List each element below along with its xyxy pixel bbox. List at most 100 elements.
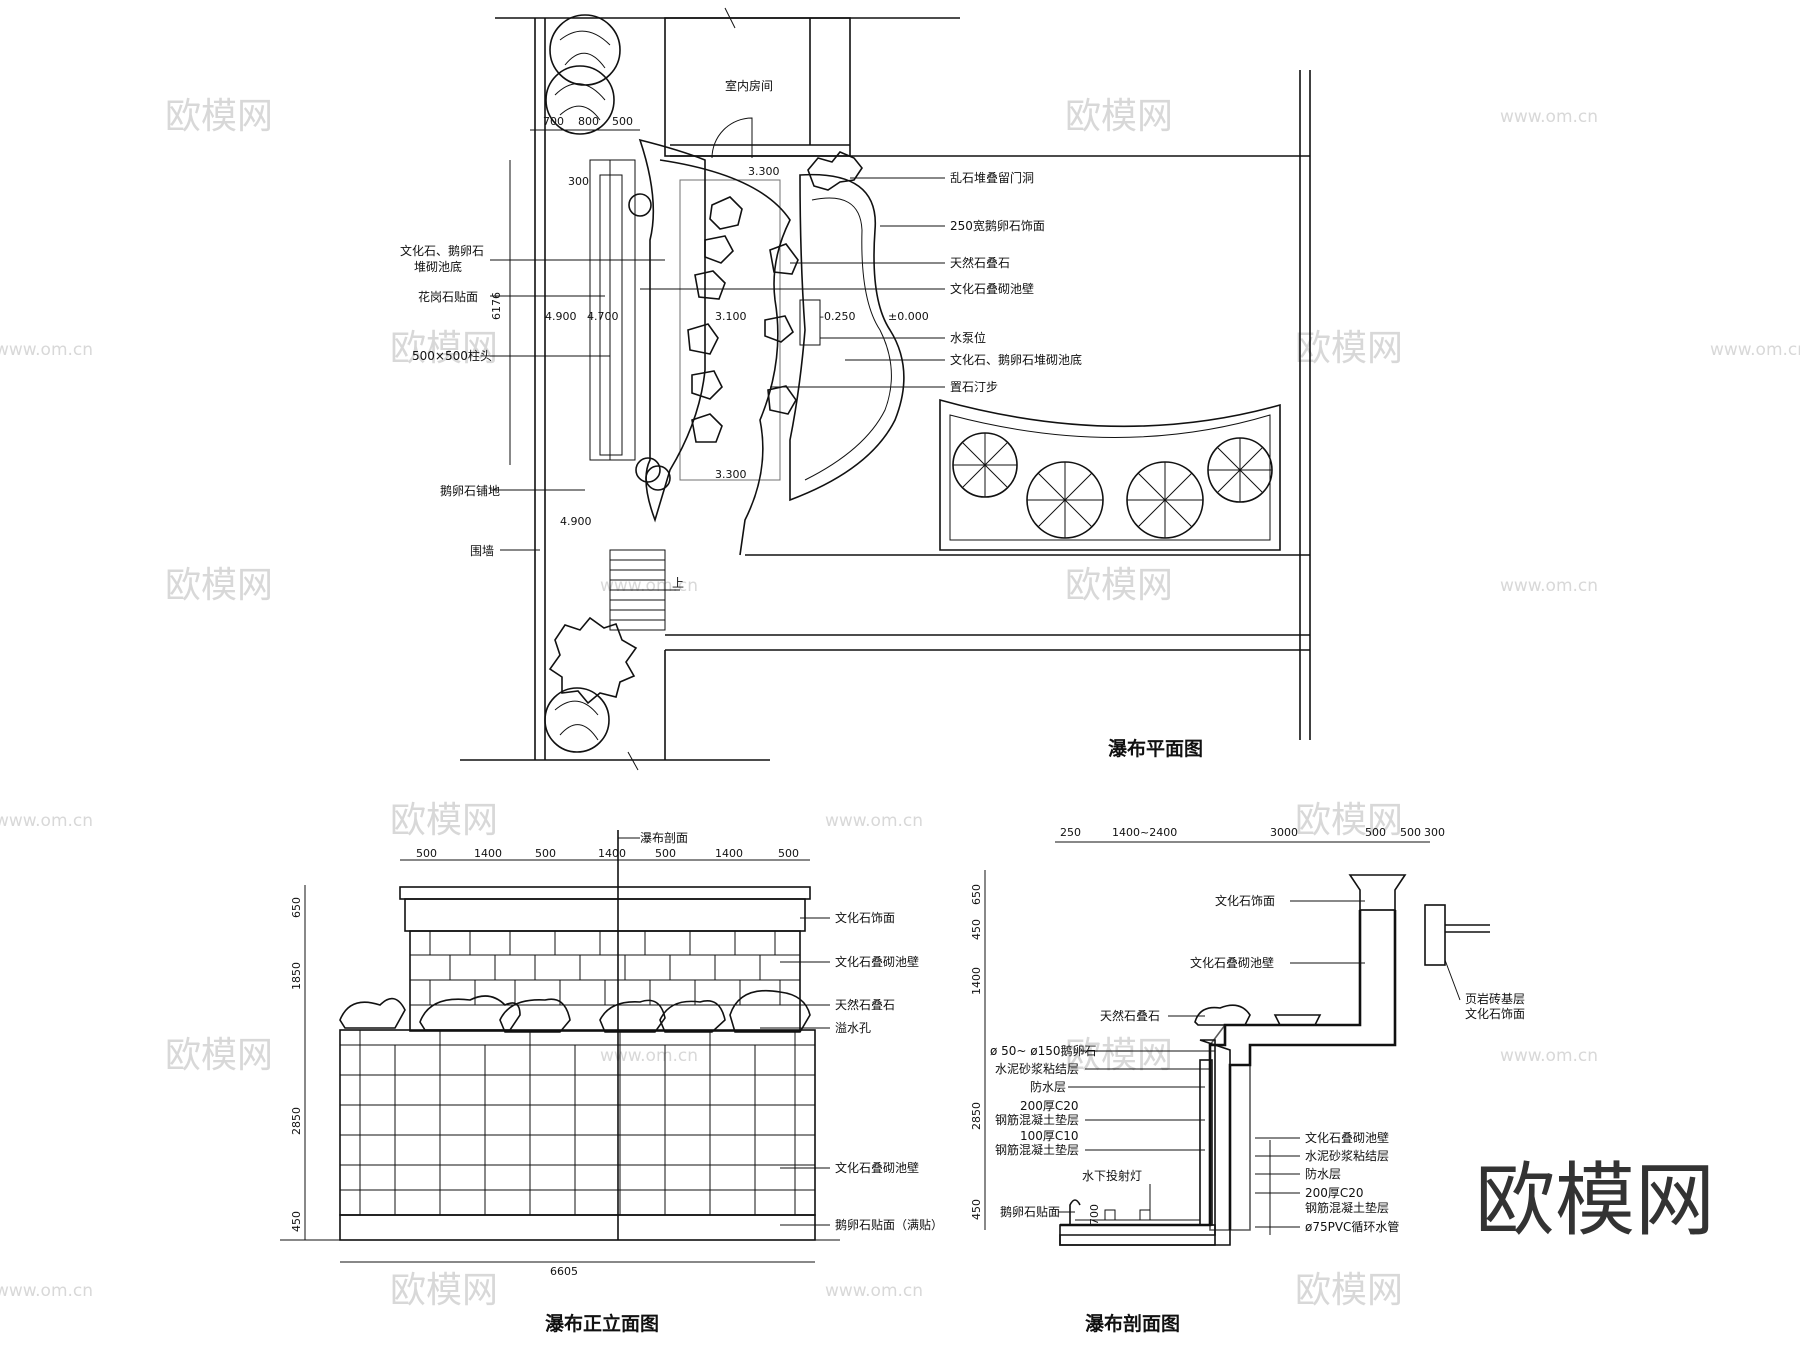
- watermark-url: www.om.cn: [825, 811, 923, 831]
- plan-right-label: 乱石堆叠留门洞: [950, 170, 1034, 185]
- pool-water: [679, 179, 781, 481]
- watermark-url: www.om.cn: [1710, 340, 1800, 360]
- dim-text: 2850: [970, 1102, 983, 1130]
- tree: [549, 14, 621, 86]
- tree-symbols: [544, 14, 638, 753]
- plan-right-label: 水泵位: [950, 330, 986, 345]
- section-bottom-right-label: 200厚C20: [1305, 1186, 1364, 1200]
- plan-left-label: 堆砌池底: [414, 259, 462, 274]
- column-cap: [635, 457, 661, 483]
- lower-wall: [339, 1029, 816, 1216]
- wall-cap: [399, 886, 811, 900]
- break-mark: [627, 751, 639, 771]
- step-up-label: 上: [672, 576, 684, 590]
- culture-stone-facing: [404, 898, 806, 932]
- watermark-text: 欧模网: [1295, 328, 1403, 369]
- section-mark-label: 瀑布剖面: [640, 831, 688, 845]
- pool-bottom: [1059, 1224, 1216, 1246]
- granite-paving: [589, 159, 636, 461]
- section-left-label: 水泥砂浆粘结层: [995, 1061, 1079, 1076]
- section-view: 250 1400~2400 3000 500 500 300 650 450 1…: [970, 826, 1525, 1335]
- dim-text: 300: [1424, 826, 1445, 839]
- plan-right-label: 250宽鹅卵石饰面: [950, 218, 1045, 233]
- dim-text: 500: [1365, 826, 1386, 839]
- elevation-mark: -0.250: [820, 310, 855, 323]
- tree: [544, 687, 610, 753]
- lower-wall-blocks: [340, 1030, 815, 1215]
- watermark-url: www.om.cn: [0, 340, 93, 360]
- section-boulder: [1273, 1014, 1322, 1026]
- tree: [545, 65, 615, 135]
- watermark-url: www.om.cn: [0, 811, 93, 831]
- stepping-stones: [687, 196, 799, 443]
- elevation-label: 鹅卵石贴面（满贴）: [835, 1218, 943, 1232]
- section-bottom-right-label: 防水层: [1305, 1166, 1341, 1181]
- elevation-mark: ±0.000: [888, 310, 929, 323]
- pool-wall: [659, 159, 791, 556]
- section-left-label: 鹅卵石贴面: [1000, 1205, 1060, 1219]
- watermark-text: 欧模网: [390, 1270, 498, 1311]
- planter-bed: [939, 398, 1281, 551]
- watermark-text: 欧模网: [1295, 800, 1403, 841]
- dim-text: 300: [568, 175, 589, 188]
- watermark-url: www.om.cn: [1500, 576, 1598, 596]
- plan-left-label: 500×500柱头: [412, 348, 492, 363]
- pump-position: [799, 299, 821, 346]
- dim-text: 450: [970, 919, 983, 940]
- section-bottom-right-label: 钢筋混凝土垫层: [1305, 1200, 1389, 1215]
- upper-wall-blocks: [410, 931, 800, 1006]
- watermark-text: 欧模网: [165, 565, 273, 606]
- section-right-label: 页岩砖基层: [1465, 991, 1525, 1006]
- dim-text: 650: [290, 897, 303, 918]
- section-left-label: ø 50~ ø150鹅卵石: [990, 1044, 1097, 1058]
- plan-view: 室内房间: [400, 7, 1311, 771]
- natural-boulders: [339, 989, 811, 1033]
- pvc-pipe: [1069, 1199, 1081, 1225]
- dim-text: 1400: [474, 847, 502, 860]
- elevation-label: 天然石叠石: [835, 997, 895, 1012]
- dim-text: 3000: [1270, 826, 1298, 839]
- underwater-light: [1139, 1209, 1151, 1221]
- dim-text: 1400: [598, 847, 626, 860]
- section-bottom-right-label: 文化石叠砌池壁: [1305, 1130, 1389, 1145]
- column-cap: [628, 193, 652, 217]
- dim-text: 500: [612, 115, 633, 128]
- dim-text: 2850: [290, 1107, 303, 1135]
- overflow-box: [1424, 904, 1446, 966]
- paving-strip: [599, 174, 623, 456]
- dim-text: 500: [416, 847, 437, 860]
- dim-text: 500: [655, 847, 676, 860]
- dim-text: 250: [1060, 826, 1081, 839]
- dim-text: 500: [1400, 826, 1421, 839]
- plan-title: 瀑布平面图: [1108, 737, 1203, 760]
- section-left-label: 水下投射灯: [1082, 1168, 1142, 1183]
- door-swing: [711, 117, 753, 159]
- section-boulder: [1194, 1004, 1251, 1026]
- watermark-text: 欧模网: [1065, 96, 1173, 137]
- section-top-label: 文化石饰面: [1215, 893, 1275, 908]
- plan-right-label: 文化石、鹅卵石堆砌池底: [950, 352, 1082, 367]
- elevation-mark: 3.100: [715, 310, 747, 323]
- section-left-label: 200厚C20: [1020, 1099, 1079, 1113]
- dim-text: 450: [290, 1211, 303, 1232]
- watermark-text: 欧模网: [390, 328, 498, 369]
- watermark-url: www.om.cn: [0, 1281, 93, 1301]
- underwater-light: [1104, 1209, 1116, 1221]
- section-left-label: 钢筋混凝土垫层: [995, 1112, 1079, 1127]
- dim-text: 500: [778, 847, 799, 860]
- section-top-label: 文化石叠砌池壁: [1190, 955, 1274, 970]
- watermark-url: www.om.cn: [825, 1281, 923, 1301]
- watermark-url: www.om.cn: [1500, 1046, 1598, 1066]
- tree: [548, 616, 638, 705]
- brand-logo-text: 欧模网: [1475, 1154, 1715, 1247]
- section-left-label: 钢筋混凝土垫层: [995, 1142, 1079, 1157]
- front-elevation-view: 500 1400 500 1400 500 1400 500 瀑布剖面 650 …: [280, 830, 943, 1335]
- upper-pool-edge: [638, 138, 706, 523]
- elevation-label: 文化石饰面: [835, 910, 895, 925]
- rubble-stones: [807, 151, 863, 191]
- section-top-label: 天然石叠石: [1100, 1008, 1160, 1023]
- elevation-mark: 4.700: [587, 310, 619, 323]
- plan-right-label: 文化石叠砌池壁: [950, 281, 1034, 296]
- elevation-mark: 3.300: [715, 468, 747, 481]
